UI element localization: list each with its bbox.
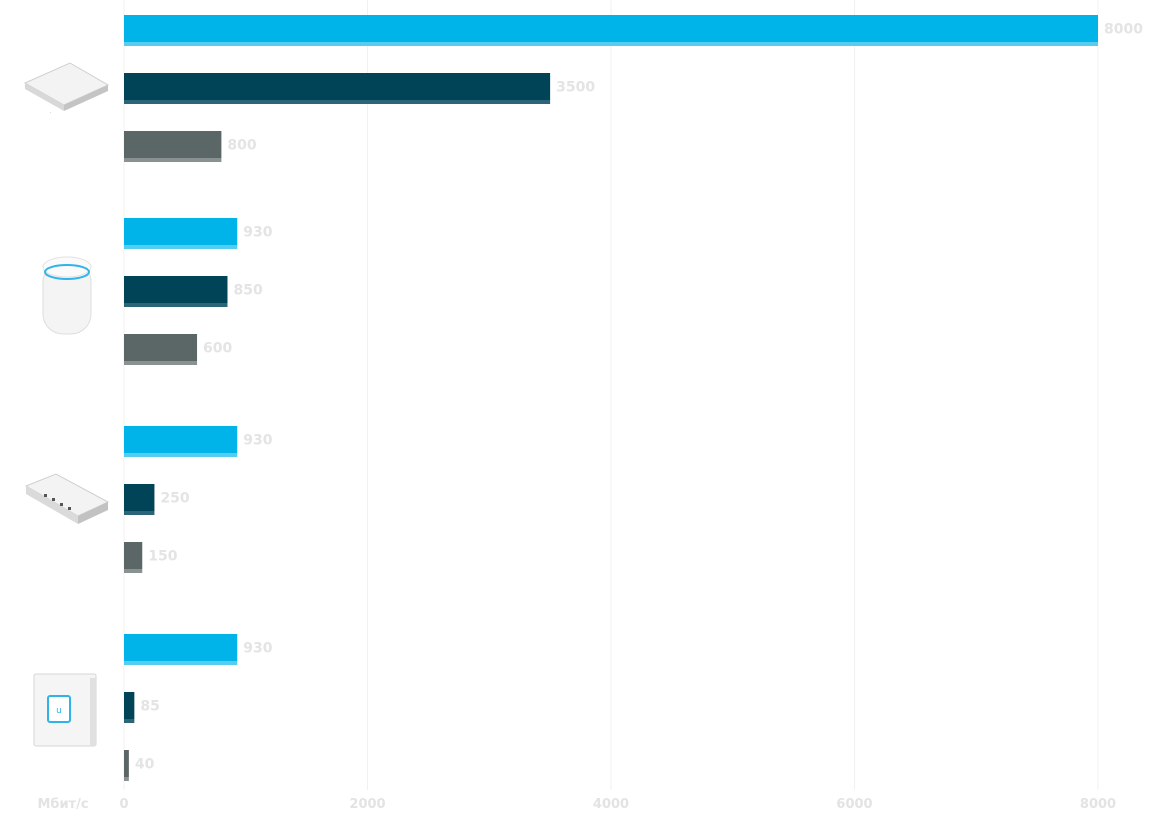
wall-gateway-icon: u xyxy=(33,673,97,747)
bar-value-label: 85 xyxy=(140,699,159,715)
bar-shadow xyxy=(124,511,155,515)
bar xyxy=(124,426,238,453)
bar-value-label: 800 xyxy=(227,138,256,154)
bar-value-label: 850 xyxy=(233,283,262,299)
bar-value-label: 600 xyxy=(203,341,232,357)
bar-value-label: 250 xyxy=(160,491,189,507)
x-tick-label: 8000 xyxy=(1080,797,1116,812)
bar-shadow xyxy=(124,245,238,249)
x-tick-label: 0 xyxy=(119,797,128,812)
bar xyxy=(124,15,1098,42)
bar xyxy=(124,484,155,511)
desktop-router-icon xyxy=(24,473,110,524)
x-axis-unit-label: Мбит/с xyxy=(37,797,88,812)
bars xyxy=(124,15,1098,781)
bar-shadow xyxy=(124,453,238,457)
bar xyxy=(124,131,222,158)
svg-text:u: u xyxy=(56,706,62,716)
x-tick-label: 4000 xyxy=(593,797,629,812)
bar xyxy=(124,276,228,303)
x-tick-label: 6000 xyxy=(836,797,872,812)
bar-shadow xyxy=(124,361,198,365)
grid-lines xyxy=(123,0,1099,790)
x-tick-label: 2000 xyxy=(349,797,385,812)
bar-value-label: 930 xyxy=(243,433,272,449)
value-labels: 8000 3500 800 930 850 600 930 250 150 930 85 40 xyxy=(135,22,1143,773)
bar-shadow xyxy=(124,719,135,723)
bar-value-label: 930 xyxy=(243,641,272,657)
bar-value-label: 8000 xyxy=(1104,22,1143,38)
bar-shadow xyxy=(124,661,238,665)
bar-shadow xyxy=(124,42,1098,46)
bar-shadow xyxy=(124,158,222,162)
cylinder-cloud-key-icon xyxy=(42,256,92,335)
bar-shadow xyxy=(124,100,551,104)
bar-value-label: 40 xyxy=(135,757,155,773)
bar-shadow xyxy=(124,569,143,573)
bar xyxy=(124,73,551,100)
rackmount-gateway-icon xyxy=(23,62,110,113)
bar xyxy=(124,542,143,569)
x-axis-ticks: 0 2000 4000 6000 8000 xyxy=(119,797,1116,812)
bar-shadow xyxy=(124,777,129,781)
bar xyxy=(124,218,238,245)
bar-shadow xyxy=(124,303,228,307)
bar-value-label: 150 xyxy=(148,549,177,565)
bar xyxy=(124,750,129,777)
bar-value-label: 3500 xyxy=(556,80,595,96)
bar xyxy=(124,634,238,661)
bar-value-label: 930 xyxy=(243,225,272,241)
bar xyxy=(124,692,135,719)
bar xyxy=(124,334,198,361)
